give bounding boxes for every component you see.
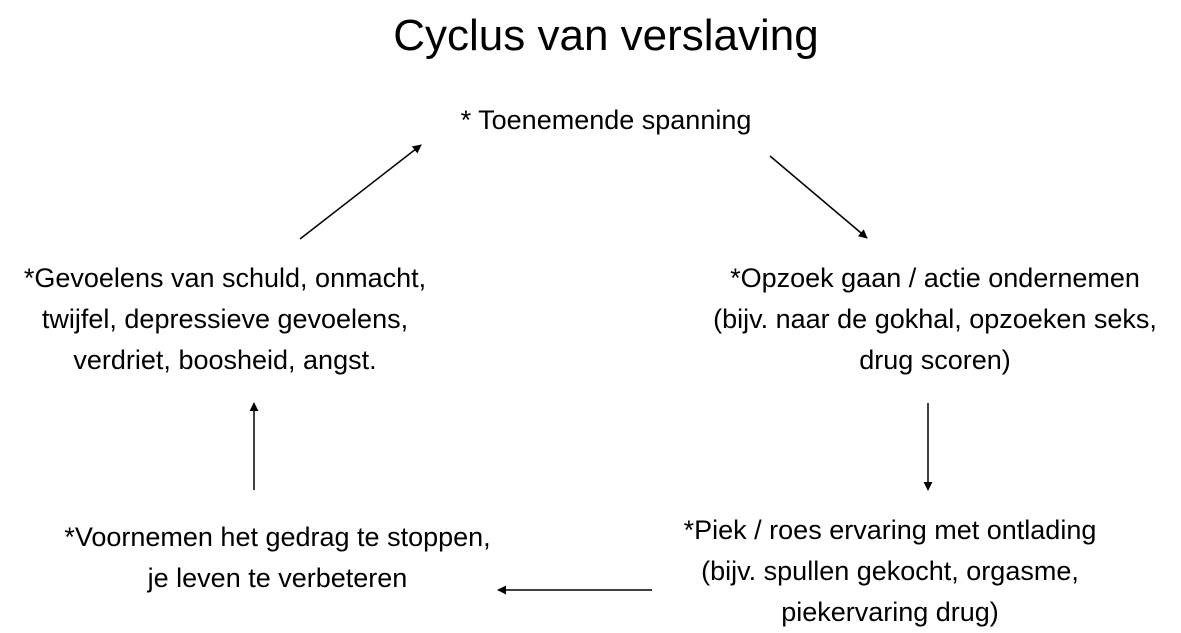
node-text-line: drug scoren) bbox=[859, 345, 1011, 375]
node-text-line: *Opzoek gaan / actie ondernemen bbox=[730, 263, 1140, 293]
arrow-feelings-to-tension bbox=[299, 144, 422, 240]
node-increasing-tension: * Toenemende spanning bbox=[380, 100, 832, 141]
node-peak-experience: *Piek / roes ervaring met ontlading (bij… bbox=[620, 510, 1160, 633]
node-intention-to-stop: *Voornemen het gedrag te stoppen, je lev… bbox=[0, 517, 555, 599]
arrow-tension-to-action bbox=[769, 155, 868, 239]
node-text-line: *Gevoelens van schuld, onmacht, bbox=[23, 263, 427, 293]
diagram-title: Cyclus van verslaving bbox=[393, 11, 819, 60]
node-text-line: piekervaring drug) bbox=[781, 597, 999, 627]
node-text-line: *Voornemen het gedrag te stoppen, bbox=[64, 522, 491, 552]
node-text-line: *Piek / roes ervaring met ontlading bbox=[683, 515, 1097, 545]
node-text-line: je leven te verbeteren bbox=[147, 563, 408, 593]
node-text-line: * Toenemende spanning bbox=[460, 105, 752, 135]
node-text-line: verdriet, boosheid, angst. bbox=[73, 345, 377, 375]
node-seek-action: *Opzoek gaan / actie ondernemen (bijv. n… bbox=[640, 258, 1181, 381]
node-text-line: twijfel, depressieve gevoelens, bbox=[41, 304, 409, 334]
node-text-line: (bijv. spullen gekocht, orgasme, bbox=[701, 556, 1079, 586]
node-feelings-of-guilt: *Gevoelens van schuld, onmacht, twijfel,… bbox=[0, 258, 470, 381]
node-text-line: (bijv. naar de gokhal, opzoeken seks, bbox=[713, 304, 1157, 334]
